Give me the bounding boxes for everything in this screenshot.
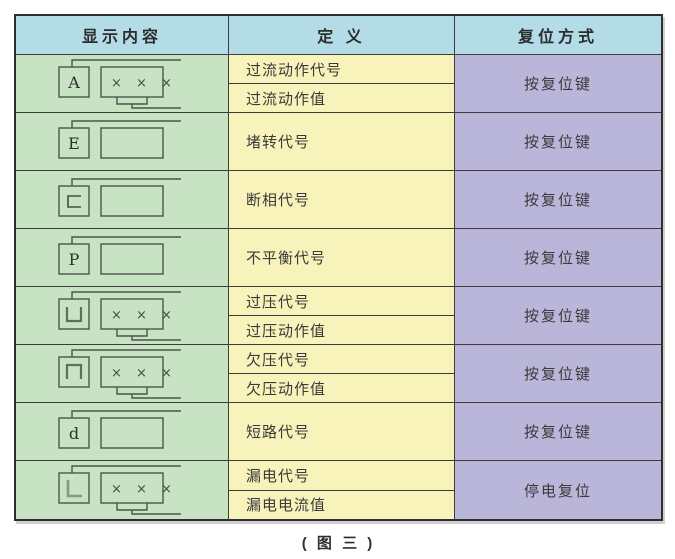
definition-text: 过流动作值: [246, 90, 327, 108]
reset-text: 按复位键: [523, 366, 592, 383]
display-diagram-cell: d: [16, 403, 228, 460]
table-header-row: 显示内容 定 义 复位方式: [16, 16, 661, 55]
svg-text:d: d: [69, 424, 79, 443]
fault-code-table: 显示内容 定 义 复位方式 A × × × 过流动作代号 过流动作值: [14, 14, 663, 521]
definition-text: 断相代号: [246, 192, 311, 209]
table-row: A × × × 过流动作代号 过流动作值 按复位键: [16, 55, 661, 113]
display-diagram-cell: [16, 171, 228, 228]
svg-text:× × ×: × × ×: [111, 482, 177, 497]
definition-text: 漏电代号: [229, 461, 454, 491]
seven-segment-A-icon: A × × ×: [58, 58, 181, 109]
definition-text: 过流动作代号: [229, 55, 454, 84]
reset-text: 停电复位: [523, 482, 592, 500]
definition-cell: 短路代号: [228, 403, 454, 460]
table-row: × × × 欠压代号 欠压动作值 按复位键: [16, 345, 661, 403]
figure-caption: ( 图 三 ): [301, 535, 376, 552]
definition-text: 不平衡代号: [246, 250, 327, 267]
header-reset-method: 复位方式: [454, 16, 661, 54]
svg-text:× × ×: × × ×: [111, 76, 177, 91]
reset-cell: 按复位键: [454, 55, 661, 112]
display-diagram-cell: × × ×: [16, 287, 228, 344]
seven-segment-E-icon: E: [58, 119, 181, 159]
definition-cell: 欠压代号 欠压动作值: [228, 345, 454, 402]
table-row: P 不平衡代号 按复位键: [16, 229, 661, 287]
display-diagram-cell: × × ×: [16, 345, 228, 402]
header-definition: 定 义: [228, 16, 454, 54]
definition-text: 漏电电流值: [246, 497, 327, 515]
table-row: × × × 过压代号 过压动作值 按复位键: [16, 287, 661, 345]
display-diagram-cell: × × ×: [16, 461, 228, 519]
svg-text:A: A: [67, 73, 80, 92]
svg-text:E: E: [68, 134, 80, 153]
reset-text: 按复位键: [523, 76, 592, 93]
definition-cell: 断相代号: [228, 171, 454, 228]
reset-text: 按复位键: [523, 134, 592, 151]
definition-cell: 不平衡代号: [228, 229, 454, 286]
definition-text: 过压代号: [229, 287, 454, 316]
seven-segment-c-icon: [58, 177, 181, 217]
seven-segment-P-icon: P: [58, 235, 181, 275]
definition-text: 堵转代号: [246, 134, 311, 151]
reset-text: 按复位键: [523, 424, 592, 441]
svg-text:× × ×: × × ×: [111, 308, 177, 323]
reset-text: 按复位键: [523, 192, 592, 209]
reset-cell: 停电复位: [454, 461, 661, 519]
reset-cell: 按复位键: [454, 171, 661, 228]
svg-text:P: P: [69, 250, 80, 269]
seven-segment-d-icon: d: [58, 409, 181, 449]
reset-cell: 按复位键: [454, 229, 661, 286]
definition-text: 欠压代号: [229, 345, 454, 374]
reset-cell: 按复位键: [454, 113, 661, 170]
reset-cell: 按复位键: [454, 403, 661, 460]
definition-cell: 堵转代号: [228, 113, 454, 170]
svg-text:× × ×: × × ×: [111, 366, 177, 381]
reset-text: 按复位键: [523, 250, 592, 267]
header-display-content: 显示内容: [81, 29, 162, 46]
seven-segment-U-icon: × × ×: [58, 290, 181, 341]
display-diagram-cell: E: [16, 113, 228, 170]
definition-cell: 漏电代号 漏电电流值: [228, 461, 454, 519]
display-diagram-cell: P: [16, 229, 228, 286]
table-row: × × × 漏电代号 漏电电流值 停电复位: [16, 461, 661, 519]
definition-cell: 过流动作代号 过流动作值: [228, 55, 454, 112]
table-row: d 短路代号 按复位键: [16, 403, 661, 461]
display-diagram-cell: A × × ×: [16, 55, 228, 112]
definition-text: 欠压动作值: [246, 380, 327, 398]
reset-cell: 按复位键: [454, 287, 661, 344]
table-row: E 堵转代号 按复位键: [16, 113, 661, 171]
reset-cell: 按复位键: [454, 345, 661, 402]
definition-text: 短路代号: [246, 424, 311, 441]
definition-cell: 过压代号 过压动作值: [228, 287, 454, 344]
definition-text: 过压动作值: [246, 322, 327, 340]
seven-segment-n-icon: × × ×: [58, 348, 181, 399]
table-row: 断相代号 按复位键: [16, 171, 661, 229]
seven-segment-L-icon: × × ×: [58, 465, 181, 515]
reset-text: 按复位键: [523, 308, 592, 325]
